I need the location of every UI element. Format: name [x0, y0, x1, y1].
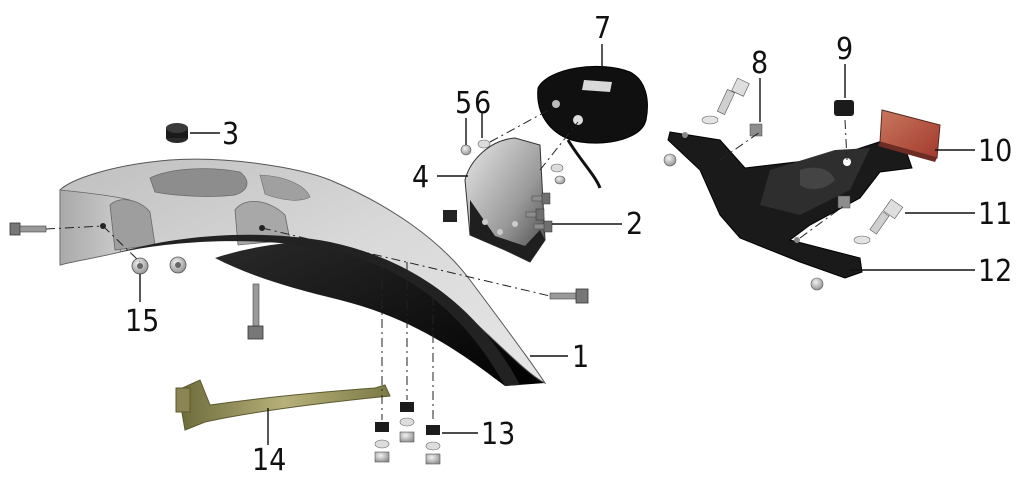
leader-lines — [139, 44, 975, 445]
lower-nut — [810, 277, 824, 291]
lower-mount-bolt — [247, 283, 264, 340]
callout-7: 7 — [594, 11, 611, 46]
callout-11: 11 — [978, 197, 1012, 232]
fender-hardware — [9, 222, 589, 340]
rear-reflector — [878, 109, 941, 162]
callout-3: 3 — [222, 117, 239, 152]
callout-9: 9 — [836, 32, 853, 67]
assembly-lines — [45, 105, 848, 422]
callout-2: 2 — [626, 207, 643, 242]
nut-washer-stack — [399, 402, 415, 443]
right-long-bolt — [549, 288, 589, 304]
fender-stay-bracket — [175, 379, 391, 431]
small-washer — [477, 139, 491, 149]
rubber-grommet — [166, 123, 188, 143]
hex-nut — [443, 210, 457, 222]
bracket-grommet — [834, 100, 854, 116]
rear-fender — [59, 158, 547, 386]
callout-5: 5 — [455, 86, 472, 121]
tail-light-bracket — [464, 137, 546, 263]
reflector-bolt — [853, 198, 904, 245]
callout-14: 14 — [252, 443, 286, 478]
callout-10: 10 — [978, 134, 1012, 169]
bracket-flange-nut — [663, 153, 677, 167]
flange-nut — [131, 257, 149, 275]
callout-4: 4 — [412, 160, 429, 195]
tail-lamp — [537, 65, 648, 189]
left-side-bolt — [9, 222, 47, 236]
callout-1: 1 — [572, 340, 589, 375]
license-plate-bracket — [667, 131, 913, 279]
mounting-screws — [525, 192, 553, 233]
callout-15: 15 — [125, 304, 159, 339]
washer-nut — [550, 163, 566, 185]
bracket-bolt — [701, 77, 750, 125]
small-nut — [460, 144, 472, 156]
callout-12: 12 — [978, 254, 1012, 289]
flange-nut — [169, 256, 187, 274]
callout-6: 6 — [474, 86, 491, 121]
callout-8: 8 — [751, 46, 768, 81]
nut-washer-stack — [374, 422, 390, 463]
nut-washer-stack — [425, 425, 441, 465]
callout-labels: 1 2 3 4 5 6 7 8 9 10 11 12 13 14 15 — [125, 11, 1012, 478]
bracket-small-bolt — [749, 123, 851, 209]
callout-13: 13 — [481, 417, 515, 452]
